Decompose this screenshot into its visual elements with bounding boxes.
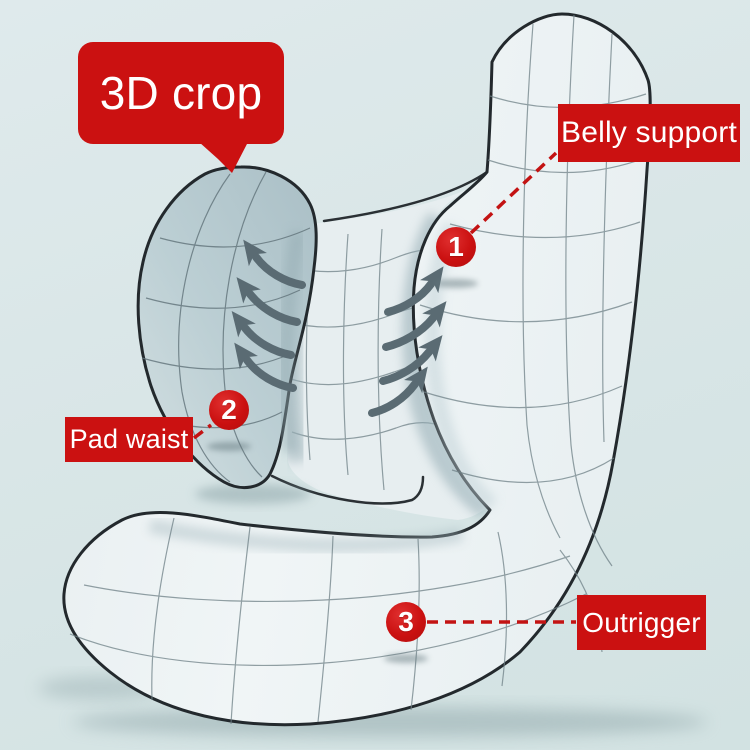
leader-line-belly-support <box>469 151 558 235</box>
leader-line-pad-waist <box>192 423 213 440</box>
support-arrows-right-icon <box>368 266 447 417</box>
callout-label-belly-support: Belly support <box>558 104 740 162</box>
title-bubble: 3D crop <box>78 42 284 144</box>
j-pillow <box>62 12 652 727</box>
title-bubble-text: 3D crop <box>99 66 263 119</box>
callout-label-outrigger: Outrigger <box>577 595 706 650</box>
support-arrows-left-icon <box>231 239 306 392</box>
wedge-pillow <box>136 165 318 490</box>
callout-marker-1: 1 <box>436 227 476 267</box>
callout-label-pad-waist: Pad waist <box>65 417 193 462</box>
callout-marker-2: 2 <box>209 390 249 430</box>
callout-marker-3: 3 <box>386 602 426 642</box>
wedge-cast-shadow <box>195 484 311 504</box>
